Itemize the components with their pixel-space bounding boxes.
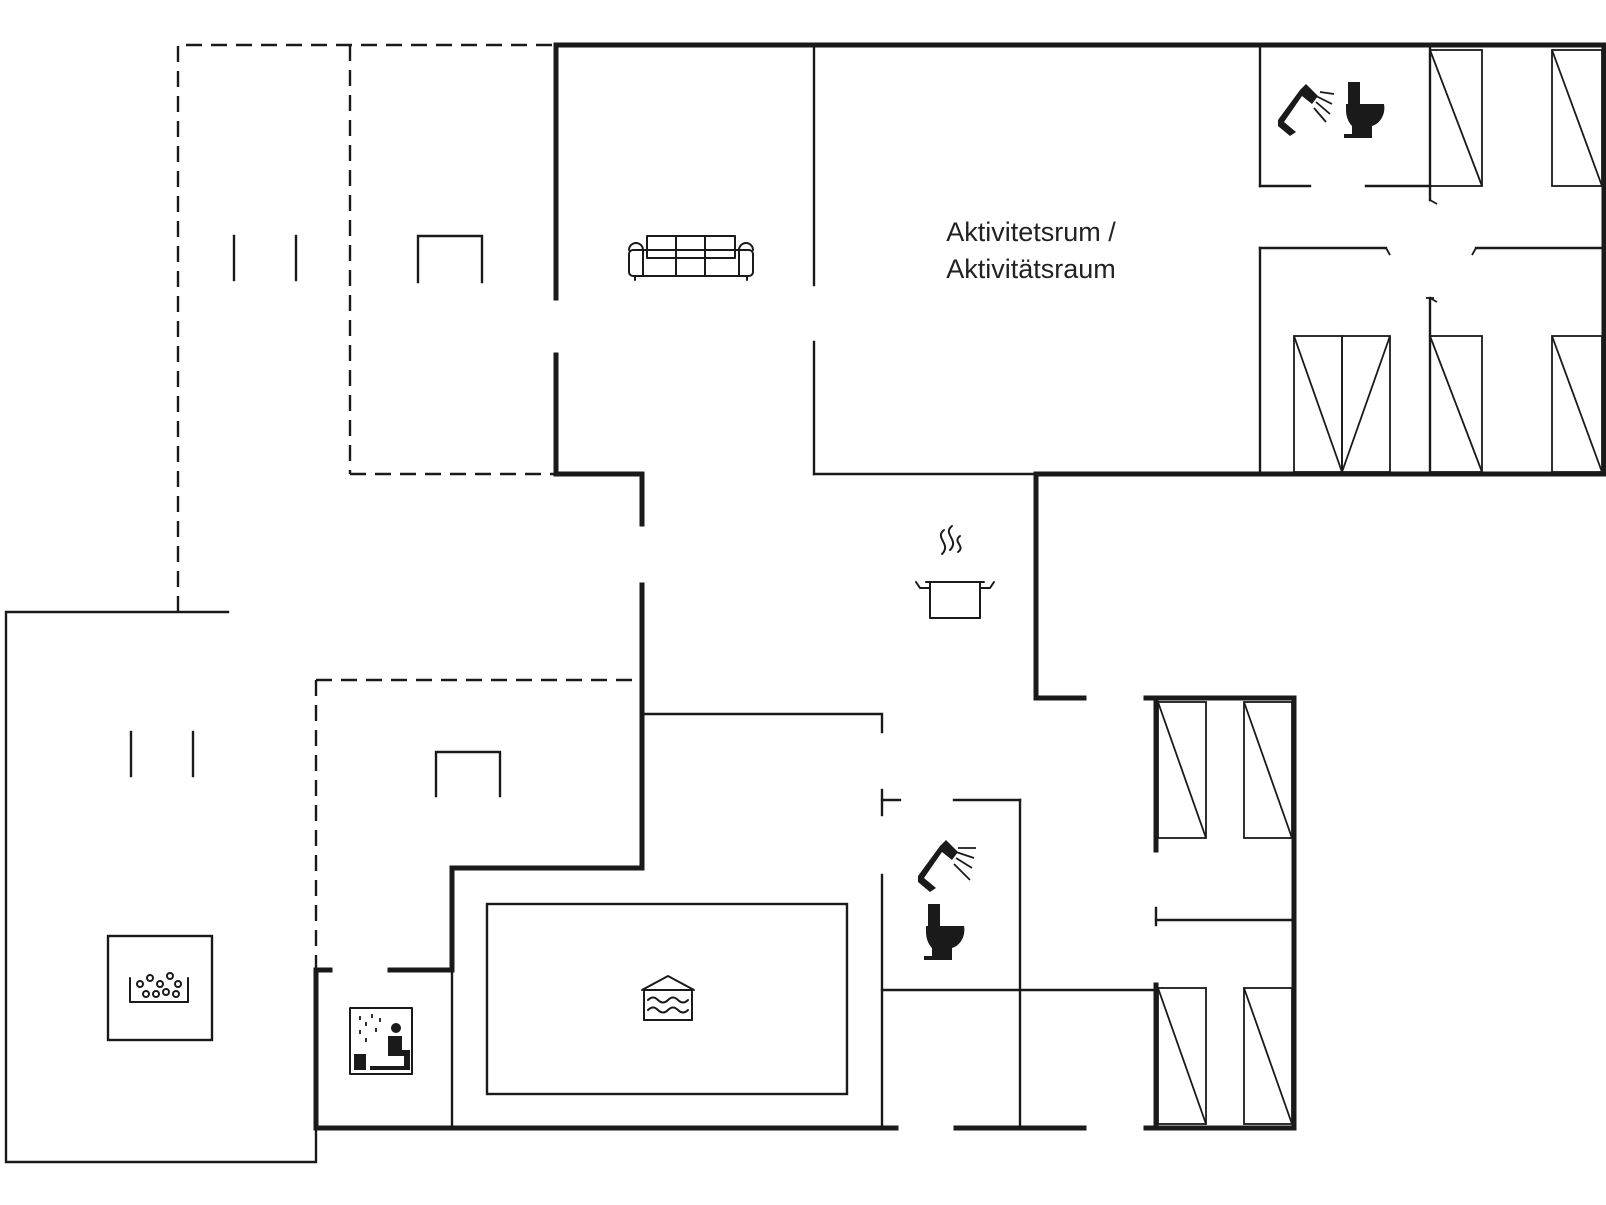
wardrobe [1157,701,1207,839]
exterior-walls [313,42,1606,1131]
door-marks [1385,199,1477,303]
cooking-pot-icon [915,525,995,619]
room-label-line-1: Aktivitetsrum / [946,217,1116,247]
hot-tub-frame [106,934,214,1042]
bed-marks [129,730,195,778]
bed-frame [434,750,502,798]
wardrobe [1243,987,1293,1125]
bed-frame [416,234,484,284]
pool-basin [485,902,849,1096]
wardrobe [1429,335,1483,473]
hot-tub-icon [129,972,189,1003]
beds [129,234,502,798]
wardrobes [1157,49,1603,1125]
room-label-activity-room: Aktivitetsrum / Aktivitätsraum [906,214,1156,288]
shower-icon [918,840,976,892]
sauna-icon [349,1007,413,1075]
toilet-icon [924,904,965,960]
wardrobe [1157,987,1207,1125]
wardrobe [1243,701,1293,839]
interior-walls [4,43,1606,1164]
wardrobe [1293,335,1391,473]
swimming-pool-icon [641,975,695,1021]
sofa-icon [628,235,754,281]
wardrobe [1551,335,1603,473]
room-label-line-2: Aktivitätsraum [946,254,1116,284]
wardrobe [1551,49,1603,187]
terrace-outlines [176,43,642,970]
wardrobe [1429,49,1483,187]
toilet-icon [1344,82,1385,138]
shower-icon [1278,84,1335,136]
bed-marks [232,234,298,282]
